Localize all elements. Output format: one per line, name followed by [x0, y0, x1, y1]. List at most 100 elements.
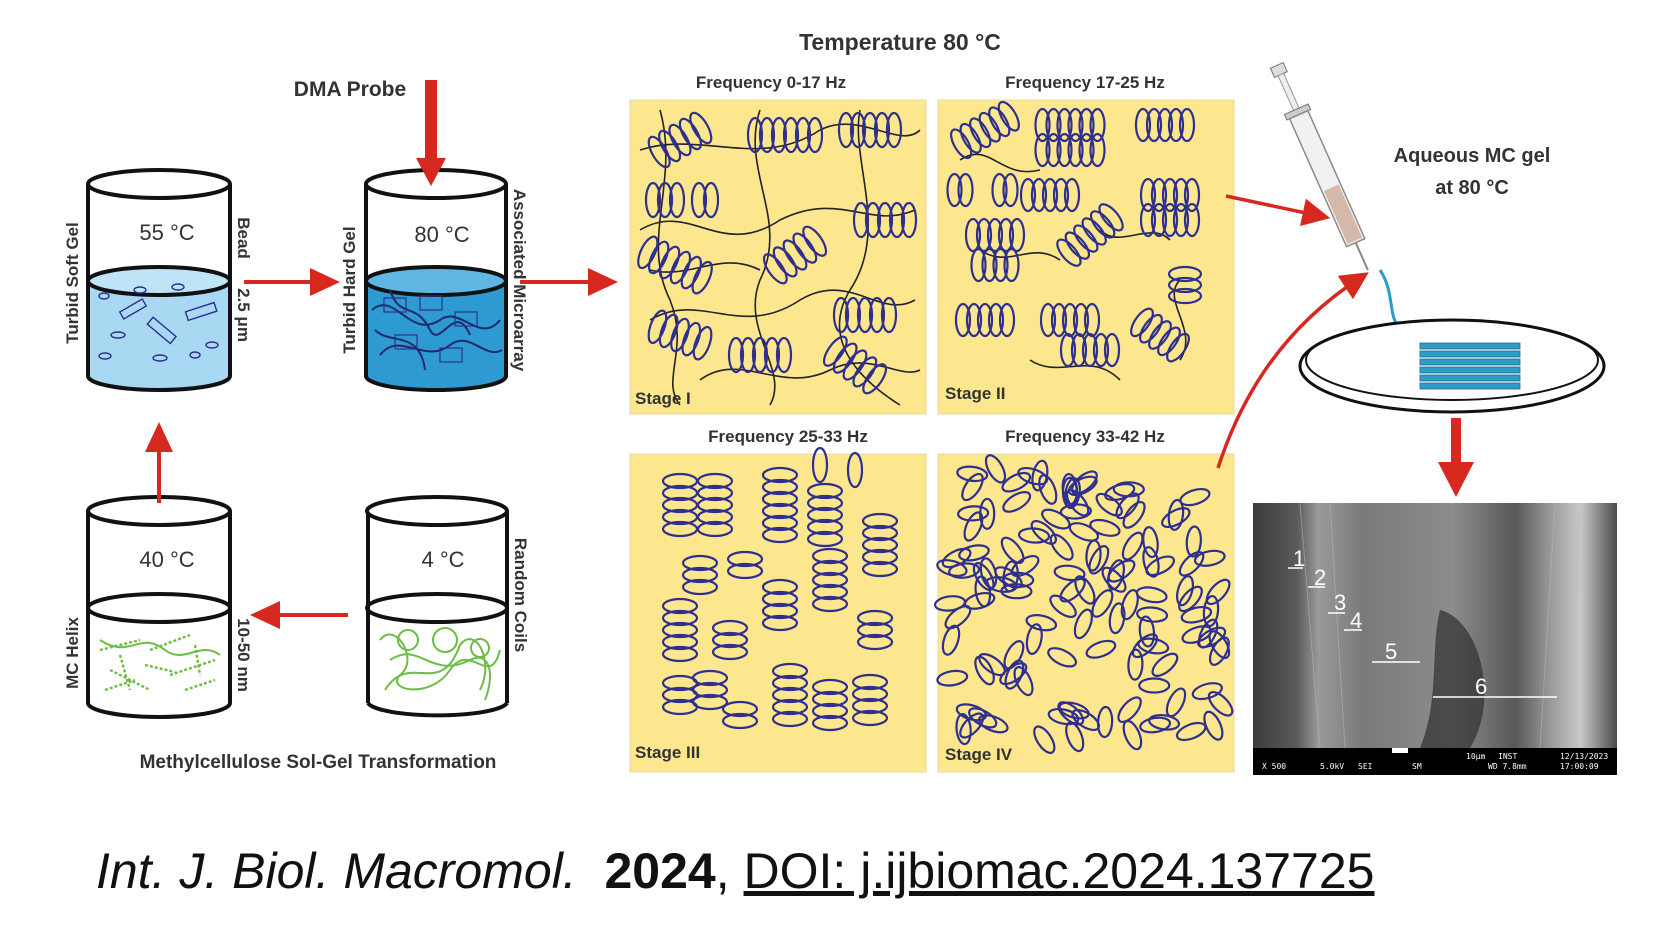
helix-ring: [1038, 474, 1058, 505]
sem-mag: X 500: [1262, 762, 1286, 771]
helix-ring: [933, 595, 967, 612]
citation-doi[interactable]: DOI: j.ijbiomac.2024.137725: [743, 843, 1375, 899]
helix-stack: [946, 172, 974, 208]
helix-stack: [661, 597, 699, 663]
helix-ring: [1070, 470, 1098, 495]
helix-stack: [1139, 177, 1201, 213]
aqueous-label-line1: Aqueous MC gel: [1394, 145, 1551, 167]
soft-gel-temp: 55 °C: [139, 220, 194, 245]
helix-stack: [761, 466, 799, 544]
helix-ring: [1197, 618, 1219, 649]
helix-stack: [1059, 332, 1121, 368]
helix-stack: [954, 302, 1016, 338]
sem-scale: 10μm: [1466, 752, 1485, 761]
sem-layer-2: 2: [1314, 565, 1326, 590]
panel-1-stage: Stage I: [635, 389, 691, 408]
sem-layer-6: 6: [1475, 674, 1487, 699]
panel-stage-4: Frequency 33-42 Hz Stage IV: [933, 427, 1235, 773]
helix-ring: [1107, 559, 1136, 583]
helix-stack: [1130, 307, 1190, 363]
helix-ring: [961, 472, 984, 502]
helix-ring: [1178, 550, 1205, 577]
helix-ring: [1001, 471, 1032, 493]
sem-layer-4: 4: [1350, 608, 1362, 633]
helix-ring: [1065, 721, 1085, 753]
dma-probe-arrow: [416, 80, 446, 186]
helix-ring: [1193, 549, 1226, 567]
citation-year: 2024: [604, 843, 716, 899]
helix-stack: [1056, 203, 1124, 267]
coils-label: Random Coils: [511, 538, 530, 652]
panel-4-stage: Stage IV: [945, 745, 1013, 764]
helix-ring: [1205, 578, 1231, 606]
helix-ring: [1131, 633, 1159, 659]
helix-ring: [1067, 475, 1098, 497]
helix-stack: [661, 674, 699, 716]
coils-temp: 4 °C: [421, 547, 464, 572]
helix-ring: [1059, 503, 1092, 520]
helix-stack: [856, 609, 894, 651]
sem-date: 12/13/2023: [1560, 752, 1608, 761]
helix-ring: [1203, 710, 1224, 741]
helix-ring: [1049, 533, 1074, 561]
helix-stack: [647, 111, 713, 169]
helix-ring: [1003, 640, 1025, 670]
helix-stack: [852, 201, 918, 239]
helix-stack: [762, 225, 828, 285]
helix-stack: [1019, 177, 1081, 213]
helix-ring: [1120, 589, 1139, 621]
sem-layer-1: 1: [1293, 546, 1305, 571]
helix-ring: [1000, 536, 1025, 564]
helix-ring: [1142, 546, 1160, 578]
sem-wd: WD 7.8mm: [1488, 762, 1527, 771]
hard-gel-microarray-label: Associated Microarray: [510, 189, 529, 372]
helix-ring: [1025, 623, 1043, 655]
helix-ring: [972, 562, 995, 591]
helix-ring: [1202, 594, 1220, 628]
helix-stack: [721, 700, 759, 730]
helix-stack: [681, 554, 719, 596]
citation: Int. J. Biol. Macromol. 2024, DOI: j.ijb…: [96, 842, 1374, 900]
helix-ring: [1122, 500, 1146, 529]
bottom-caption: Methylcellulose Sol-Gel Transformation: [140, 752, 497, 773]
helix-stack: [1034, 107, 1106, 143]
beaker-hard-gel: 80 °C Turbid Hard Gel Associated Microar…: [340, 168, 529, 392]
helix-stack: [846, 451, 864, 489]
helix-ring: [941, 624, 961, 656]
helix-ring: [1139, 716, 1172, 734]
helix-ring: [1095, 492, 1123, 517]
hard-gel-temp: 80 °C: [414, 222, 469, 247]
soft-gel-size-label: 2.5 μm: [234, 288, 253, 342]
helix-ring: [1047, 707, 1080, 726]
helix-ring: [1059, 577, 1086, 603]
helix-stack: [644, 181, 686, 219]
helix-ring: [1176, 575, 1194, 607]
sem-arrow: [1438, 418, 1474, 497]
helix-stack: [690, 181, 720, 219]
syringe-arrows: [1216, 194, 1369, 469]
helix-label: MC Helix: [63, 617, 82, 689]
helix-ring: [1017, 527, 1051, 544]
helix-ring: [1057, 701, 1085, 726]
helix-stack: [822, 335, 888, 395]
helix-stack: [771, 662, 809, 728]
helix-ring: [1053, 564, 1086, 582]
helix-ring: [977, 714, 1009, 734]
helix-stack: [696, 472, 734, 538]
temperature-title: Temperature 80 °C: [799, 29, 1001, 55]
aqueous-label-line2: at 80 °C: [1435, 177, 1509, 199]
helix-ring: [1033, 725, 1056, 754]
helix-ring: [1002, 560, 1019, 593]
helix-ring: [1142, 526, 1159, 559]
helix-temp: 40 °C: [139, 547, 194, 572]
helix-ring: [1089, 518, 1121, 537]
soft-gel-label: Turbid Soft Gel: [63, 222, 82, 344]
helix-ring: [1138, 615, 1156, 648]
helix-ring: [1122, 719, 1143, 751]
helix-stack: [811, 547, 849, 613]
helix-stack: [1034, 132, 1106, 168]
helix-ring: [963, 592, 996, 610]
helix-stack: [637, 235, 713, 295]
helix-ring: [1010, 554, 1040, 578]
